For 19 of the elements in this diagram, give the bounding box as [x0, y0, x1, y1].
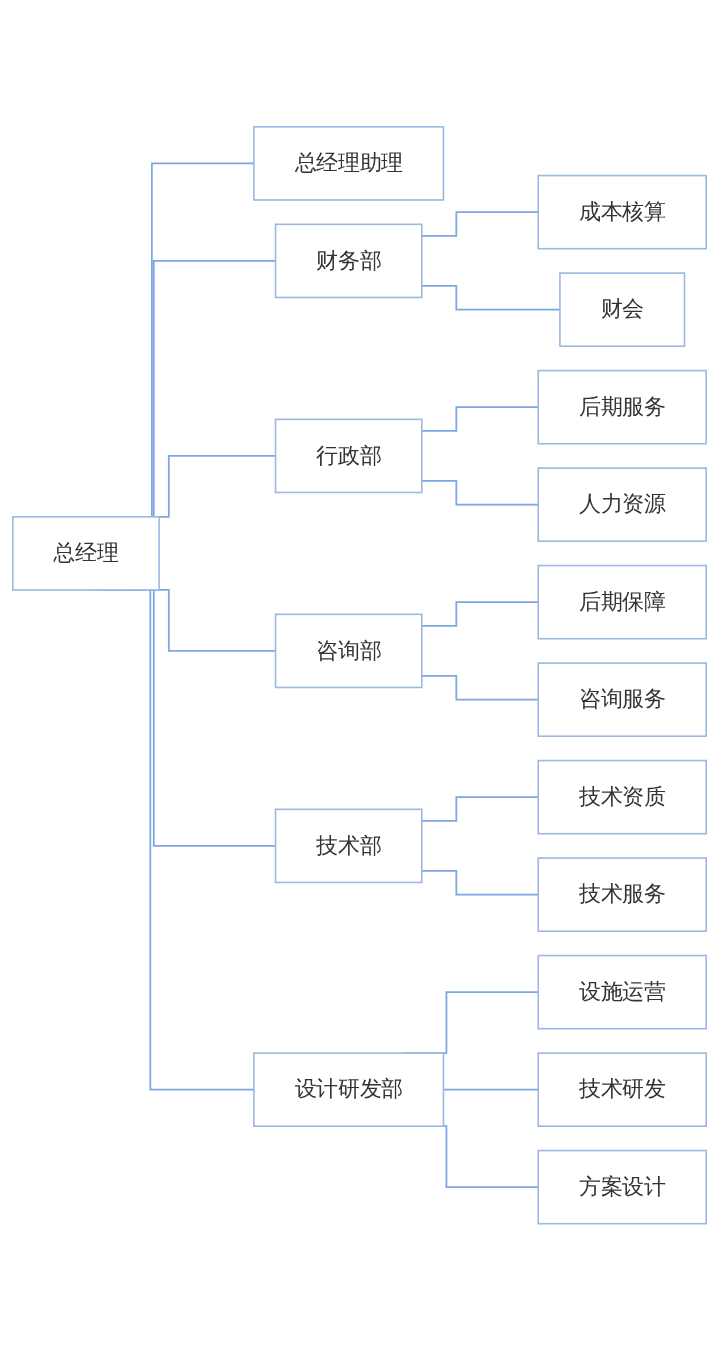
node-box [537, 662, 707, 737]
org-chart: 总经理 总经理助理 财务部 行政部 咨询部 技术部 设计研发部 成本核算 财会 后期服务 人力资源 后期保障 咨询服务 技术资质 技术服务 设施运营 技术研发 方案设计 [2, 115, 717, 1235]
node-box [274, 808, 423, 883]
node-box [537, 369, 707, 445]
node-box [253, 1052, 445, 1127]
node-box [253, 125, 445, 201]
node-box [537, 564, 707, 640]
node-box [537, 467, 707, 542]
node-box [559, 272, 686, 347]
node-box [537, 1052, 707, 1127]
node-box [537, 954, 707, 1030]
node-box [274, 223, 423, 298]
node-box [537, 857, 707, 932]
node-box [274, 613, 423, 688]
node-box [12, 515, 160, 591]
node-box [537, 174, 707, 250]
node-box [537, 759, 707, 835]
node-box [537, 1149, 707, 1225]
node-box [274, 418, 423, 493]
